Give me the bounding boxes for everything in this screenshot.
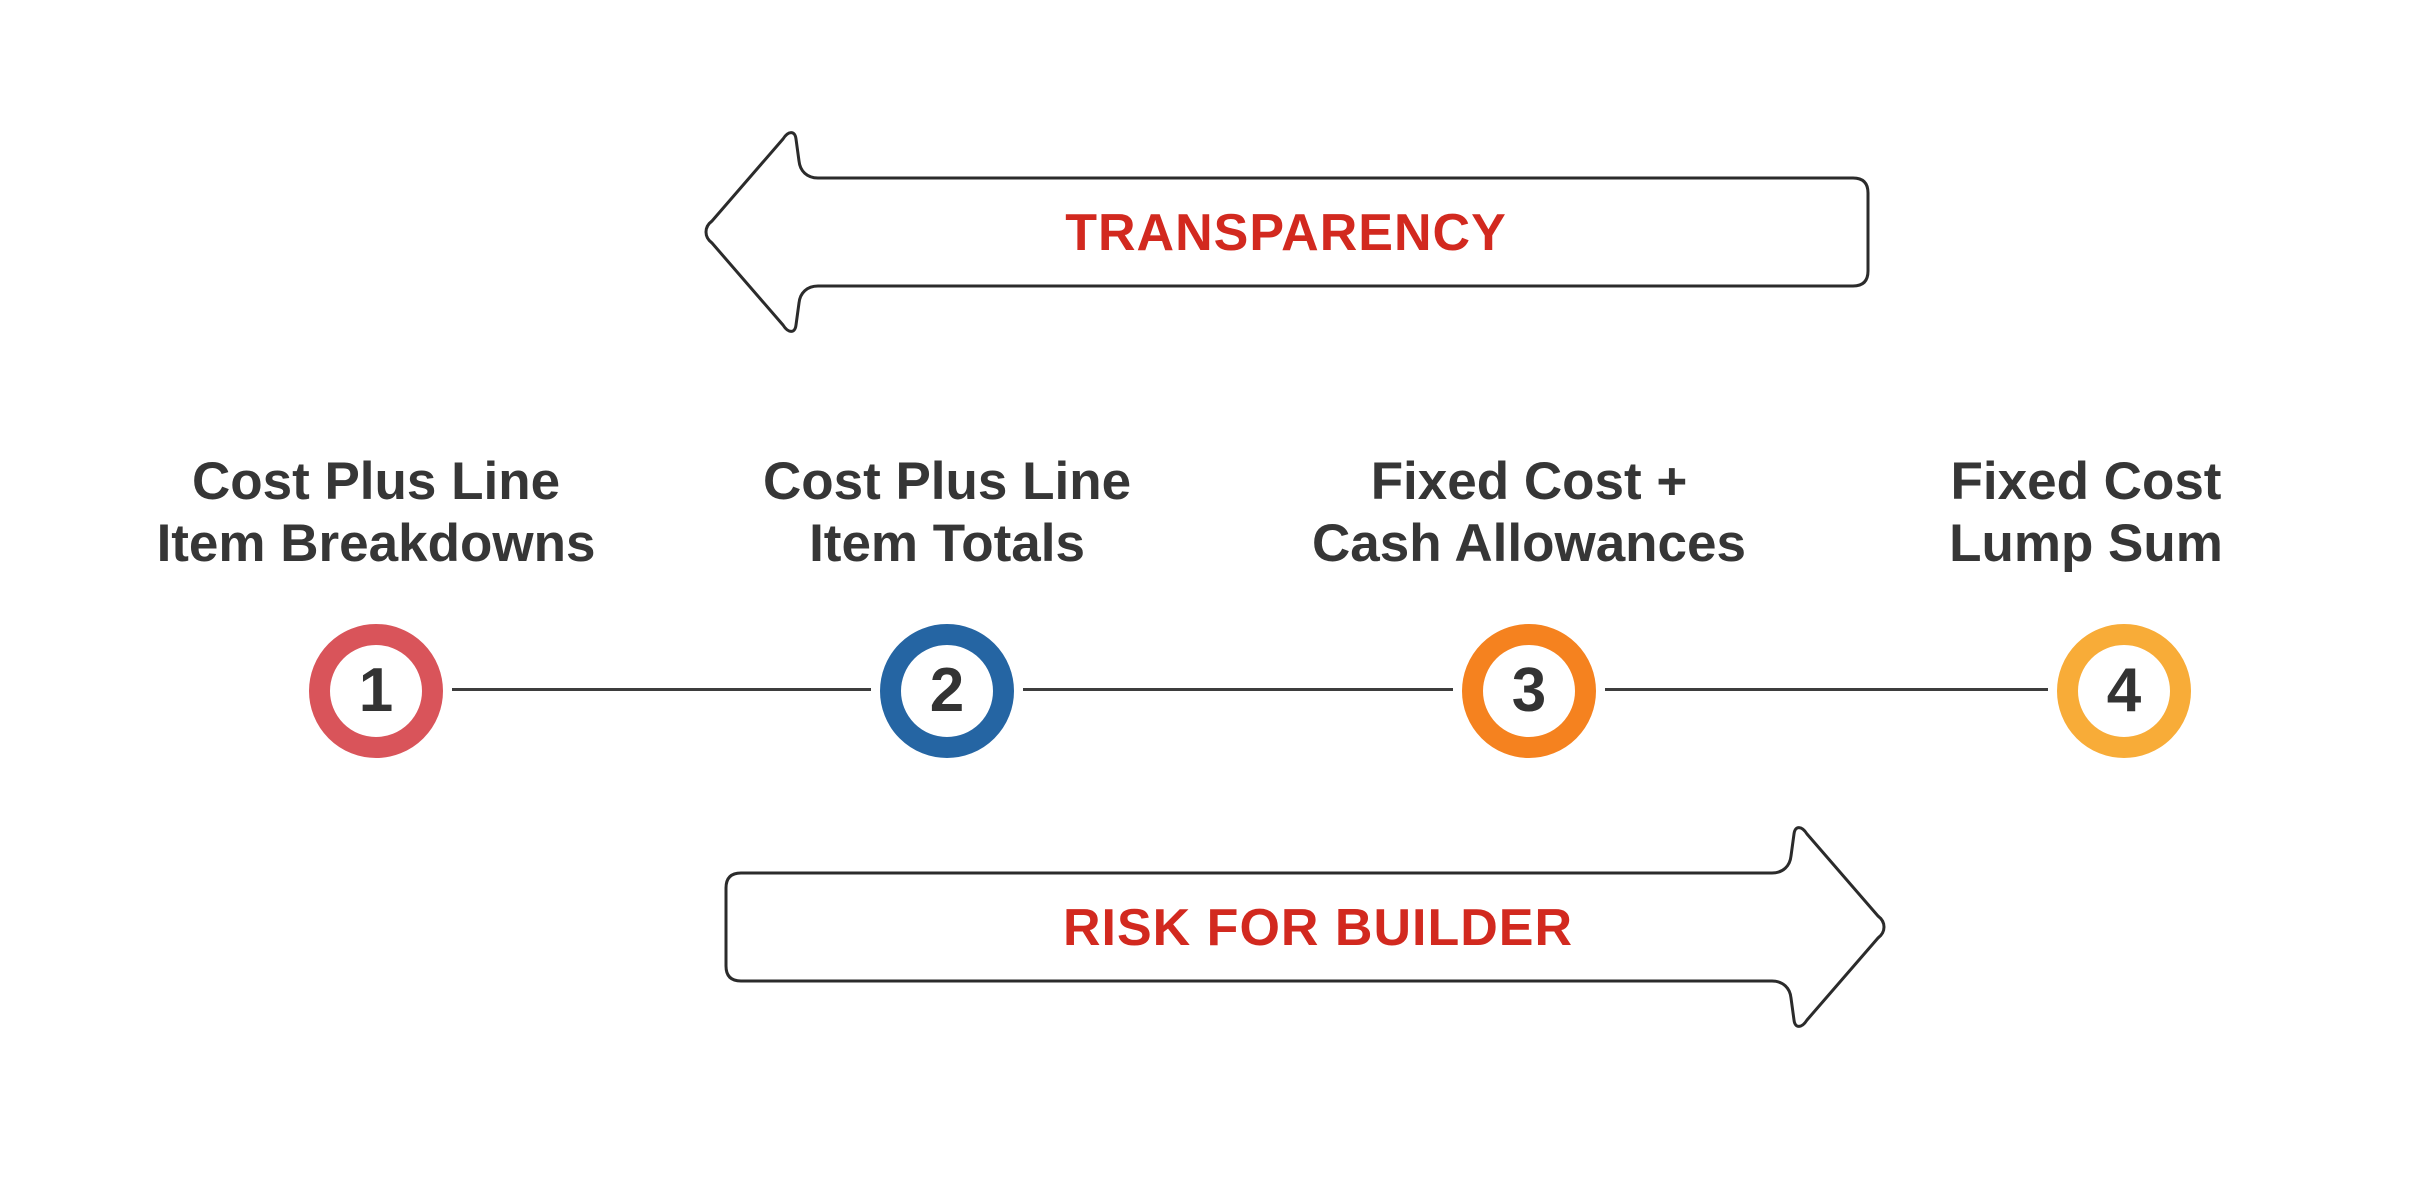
timeline-connector — [1605, 688, 2048, 691]
stage-title-line: Fixed Cost — [1950, 452, 2222, 511]
risk-arrow-label: RISK FOR BUILDER — [1063, 899, 1573, 957]
stage-title-line: Lump Sum — [1949, 514, 2223, 573]
stage-number: 2 — [929, 656, 965, 725]
stage-circle-4: 4 — [2057, 624, 2191, 758]
stage-circle-3: 3 — [1462, 624, 1596, 758]
risk-arrow-shape — [724, 826, 1886, 1028]
stage-title-line: Cost Plus Line — [762, 452, 1132, 511]
stage-title-line: Cash Allowances — [1312, 514, 1746, 573]
transparency-arrow-label: TRANSPARENCY — [1065, 204, 1507, 262]
stage-title-3: Fixed Cost + Cash Allowances — [1209, 451, 1849, 575]
stage-title-4: Fixed Cost Lump Sum — [1766, 451, 2406, 575]
stage-title-line: Item Totals — [809, 514, 1085, 573]
timeline-connector — [1023, 688, 1453, 691]
timeline-connector — [452, 688, 871, 691]
stage-title-1: Cost Plus Line Item Breakdowns — [56, 451, 696, 575]
stage-number: 1 — [358, 656, 394, 725]
stage-number: 3 — [1511, 656, 1547, 725]
stage-number: 4 — [2106, 656, 2142, 725]
stage-title-2: Cost Plus Line Item Totals — [627, 451, 1267, 575]
stage-circle-1: 1 — [309, 624, 443, 758]
stage-title-line: Fixed Cost + — [1370, 452, 1688, 511]
stage-circle-2: 2 — [880, 624, 1014, 758]
stage-title-line: Cost Plus Line — [191, 452, 561, 511]
stage-title-line: Item Breakdowns — [156, 514, 596, 573]
transparency-arrow-shape — [704, 131, 1870, 333]
